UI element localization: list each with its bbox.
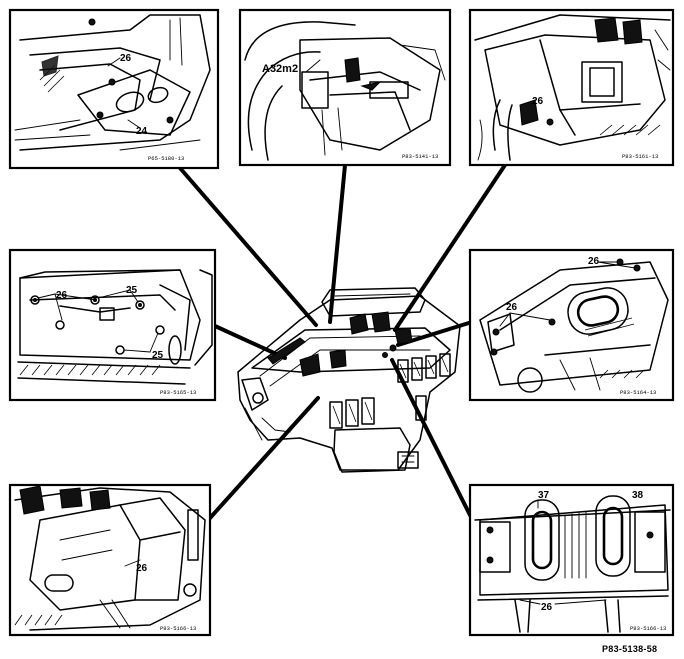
vertical-ribs — [564, 511, 587, 579]
panel-ref: P83-5166-13 — [160, 625, 196, 632]
callout-label: 26 — [532, 96, 544, 107]
panel-mid-left: 26 25 25 P83-5165-13 — [8, 248, 217, 402]
grill — [14, 614, 63, 626]
panel-top-left: 26 24 P65-5180-13 — [8, 8, 220, 170]
callout-label: 37 — [538, 490, 550, 501]
callout-label: 26 — [541, 602, 553, 613]
callout-label: 26 — [120, 53, 132, 64]
mount-37 — [524, 499, 560, 581]
panel-mid-right: 26 26 P83-5164-13 — [468, 248, 675, 402]
figure-reference: P83-5138-58 — [602, 644, 657, 654]
leader-top-left — [178, 166, 318, 327]
leader-bottom-right — [390, 358, 477, 527]
panel-top-right: 26 P83-5161-13 — [468, 8, 675, 167]
leader-top-center — [328, 163, 347, 324]
panel-top-center: A32m2 P83-5141-13 — [238, 8, 452, 167]
central-assembly — [237, 287, 461, 473]
panel-bottom-right: 37 38 26 P83-5166-13 — [468, 483, 675, 637]
leader-lines — [178, 163, 507, 527]
callout-label: 26 — [56, 290, 68, 301]
panel-ref: P83-5166-13 — [630, 625, 666, 632]
panel-ref: P83-5141-13 — [402, 153, 438, 160]
leader-bottom-left — [208, 396, 320, 520]
mount-38 — [595, 495, 631, 577]
callout-label: 26 — [136, 563, 148, 574]
panel-bottom-left: 26 P83-5166-13 — [8, 483, 212, 637]
callout-label: 26 — [506, 302, 518, 313]
panel-ref: P83-5161-13 — [622, 153, 658, 160]
bolt-row — [30, 295, 165, 355]
right-ribs — [397, 353, 451, 383]
callout-label: 26 — [588, 256, 600, 267]
callout-label: 25 — [152, 350, 164, 361]
callout-label: 38 — [632, 490, 644, 501]
leader-top-right — [393, 163, 507, 332]
callout-label: 24 — [136, 126, 148, 137]
panel-ref: P83-5164-13 — [620, 389, 656, 396]
lower-ribs — [329, 395, 427, 429]
panel-ref: P83-5165-13 — [160, 389, 196, 396]
callout-label: 25 — [126, 285, 138, 296]
callout-label: A32m2 — [262, 63, 298, 75]
panel-ref: P65-5180-13 — [148, 155, 184, 162]
